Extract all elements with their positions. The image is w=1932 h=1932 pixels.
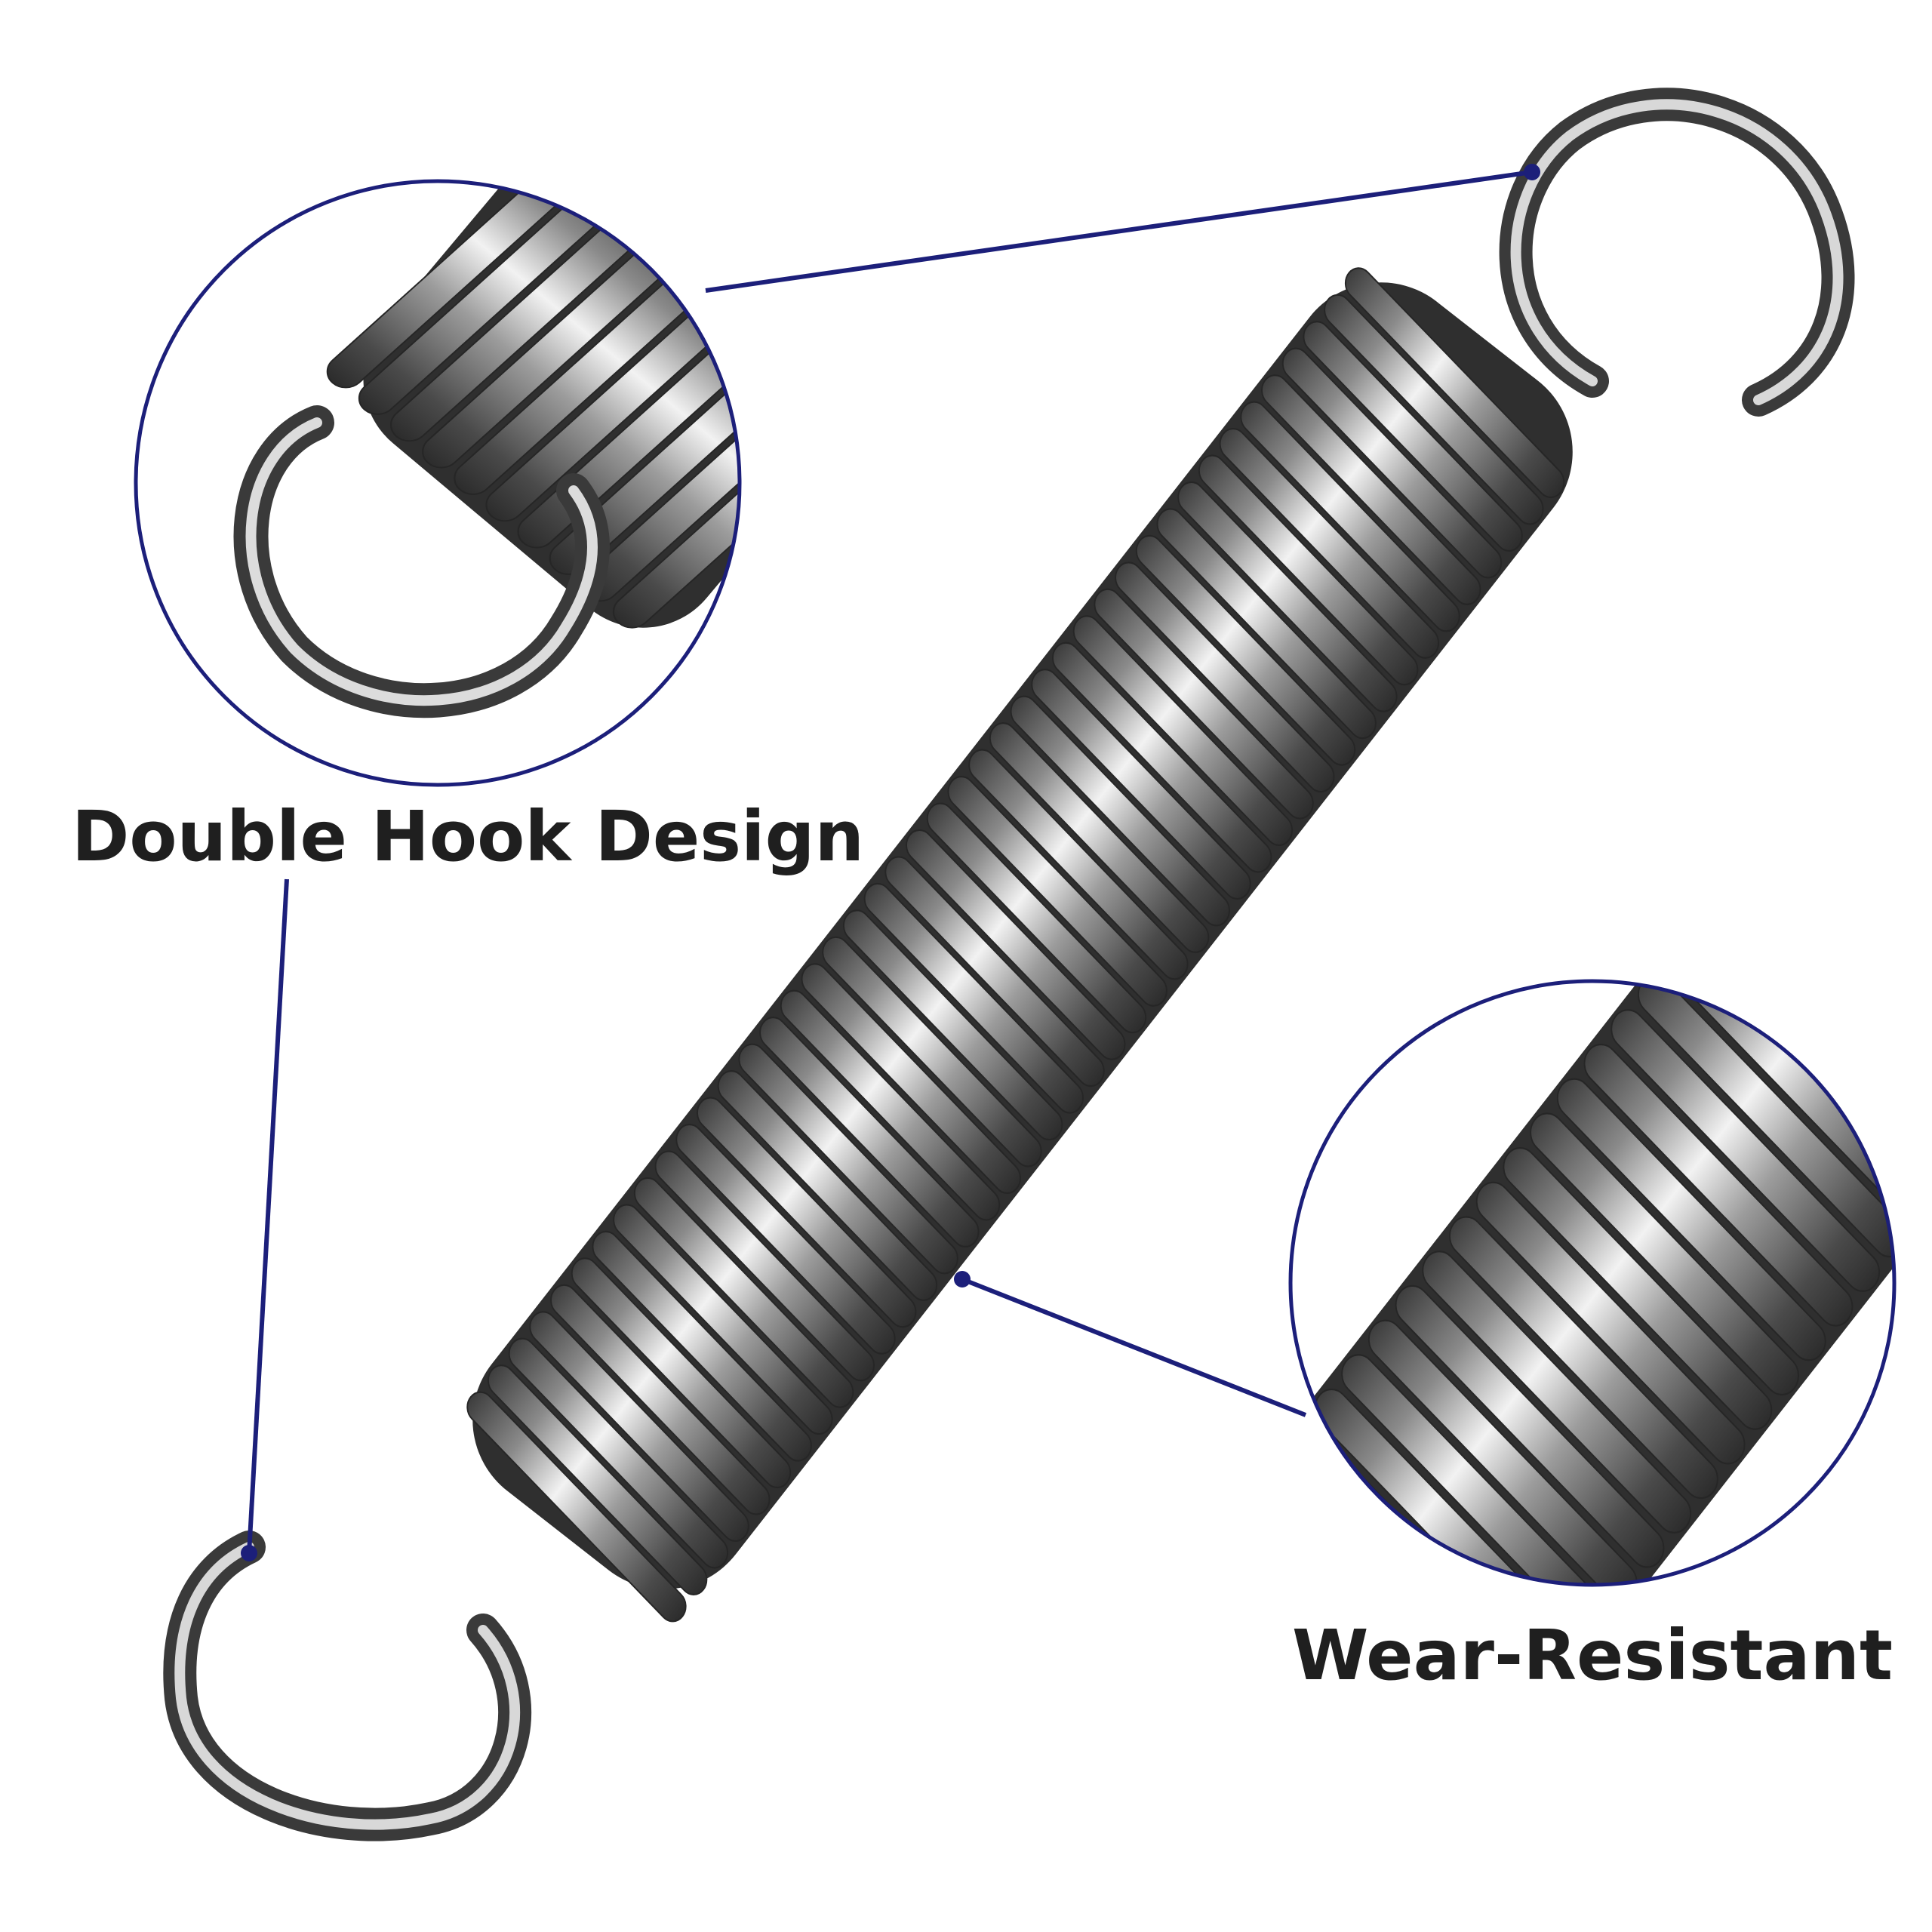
coil-turn [1240, 401, 1460, 632]
coil-turn [1611, 1009, 1881, 1292]
callout-line-top [705, 170, 1533, 293]
coil-turn [612, 383, 740, 629]
coil-turn [738, 1043, 958, 1275]
coil-turn [326, 181, 600, 389]
coil-turn [717, 1070, 938, 1301]
callout-line-right [961, 1277, 1307, 1417]
coil-turn [592, 1230, 812, 1462]
coil-turn [1135, 534, 1356, 766]
coil-turn [1799, 981, 1894, 1051]
hook-detail-zoom [134, 179, 742, 787]
coil-turn [529, 1311, 749, 1543]
coil-turn [906, 829, 1126, 1060]
coil-turn [1094, 588, 1314, 820]
coil-turn [926, 802, 1147, 1034]
spring-illustration [163, 88, 1855, 1841]
coil-turn [843, 909, 1063, 1141]
coil-turn [1198, 454, 1419, 686]
coil-turn [485, 276, 740, 522]
coil-turn [1281, 347, 1503, 579]
coil-turn [1422, 1251, 1692, 1534]
callout-dot-right [954, 1271, 971, 1287]
coil-turn [1177, 481, 1398, 712]
coil-turn [780, 989, 1001, 1221]
coil-turn [550, 1284, 771, 1515]
coil-turn [633, 1177, 854, 1408]
coil-turn [1530, 1112, 1799, 1396]
coil-turn [549, 330, 740, 575]
coil-turn [571, 1257, 792, 1489]
coil-turn [1367, 1319, 1638, 1585]
coil-turn [968, 749, 1189, 980]
coil-turn [466, 1391, 687, 1623]
coil-turn [675, 1123, 896, 1355]
coil-turn [1395, 1284, 1665, 1568]
coil-turn [1449, 1216, 1718, 1500]
wear-resistant-label: Wear-Resistant [1292, 1615, 1893, 1696]
coil-turn [1010, 695, 1230, 927]
coil-turn [1475, 1181, 1746, 1465]
coil-turn [488, 1364, 708, 1595]
coil-turn [1052, 641, 1272, 873]
coil-turn [1583, 1043, 1854, 1327]
coil-turn [613, 1204, 833, 1435]
coil-turn [1556, 1078, 1826, 1361]
coil-turn [1303, 321, 1523, 552]
coil-turn [989, 722, 1210, 953]
coil-turn [1341, 1354, 1611, 1585]
callout-dot-top [1524, 164, 1540, 180]
callout-line-left [247, 878, 289, 1554]
coil-turn [1156, 508, 1377, 740]
coil-turn [863, 882, 1084, 1114]
coil-turn [358, 181, 632, 415]
coil-turn [947, 775, 1168, 1007]
double-hook-design-label: Double Hook Design [72, 796, 864, 877]
coil-turn [759, 1017, 980, 1247]
coil-turn [1031, 669, 1251, 900]
coil-turn [884, 856, 1105, 1088]
coil-turn [1115, 561, 1335, 793]
coil-turn [508, 1337, 729, 1569]
coil-turn [1291, 1561, 1449, 1585]
coil-turn [1072, 615, 1294, 847]
coil-turn [1344, 267, 1565, 499]
coil-turn [1503, 1147, 1773, 1430]
callout-lines [241, 164, 1540, 1561]
coil-turn [1324, 294, 1544, 525]
coil-turn [1772, 981, 1894, 1085]
coil-turn [654, 1150, 875, 1382]
coil-turn [1261, 374, 1481, 605]
callout-dot-left [241, 1545, 257, 1561]
coil-turn [697, 1097, 917, 1328]
coil-turn [1219, 427, 1439, 659]
coil-turn [822, 936, 1042, 1168]
coil-turn [801, 963, 1021, 1195]
